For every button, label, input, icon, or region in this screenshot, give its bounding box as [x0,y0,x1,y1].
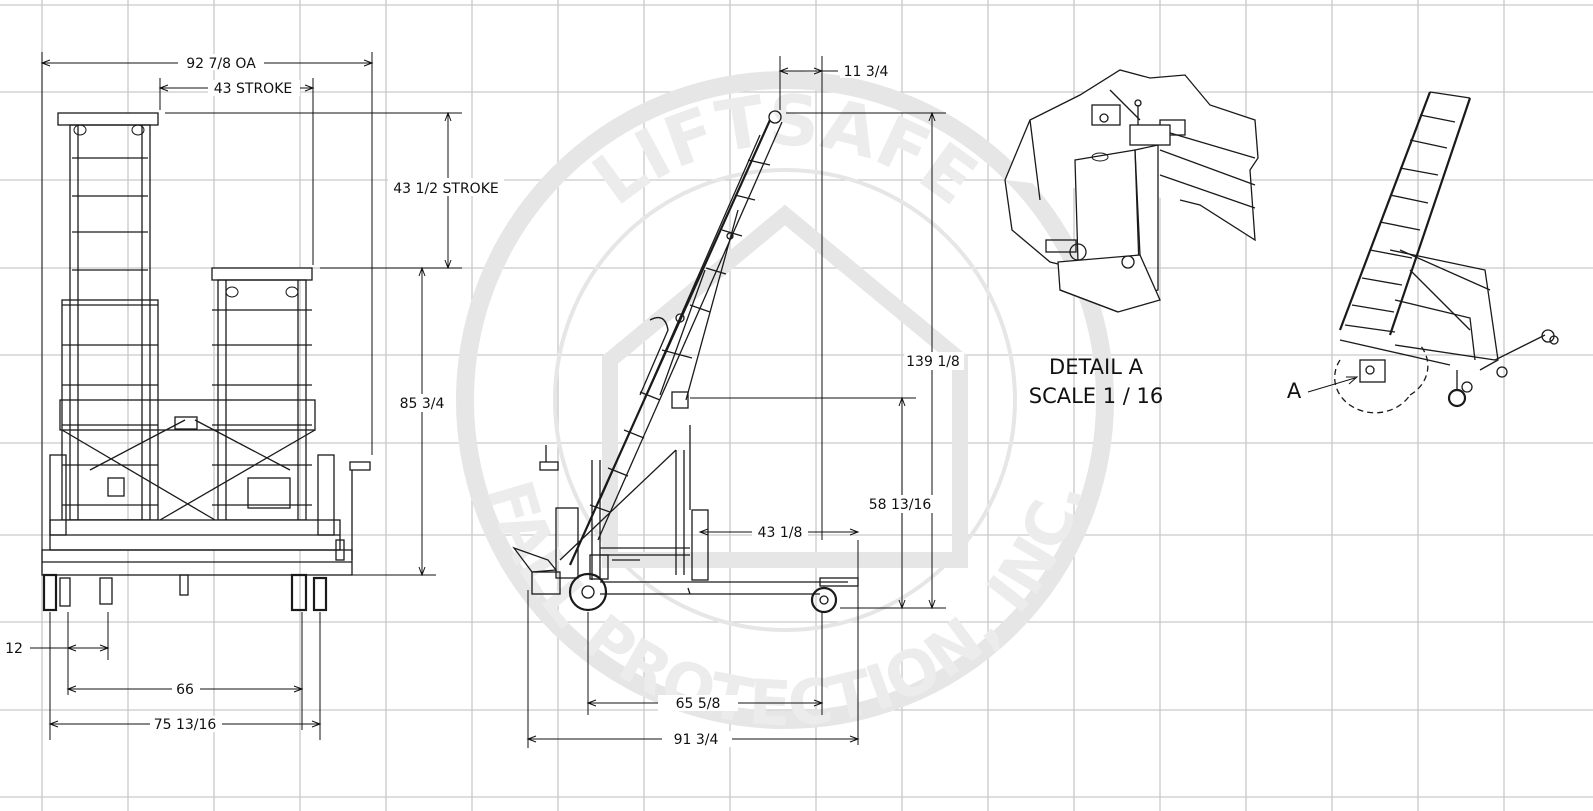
detail-callout-label: A [1287,379,1302,403]
dim-label-bg [840,62,890,78]
dim-inner-length: 43 1/8 [758,525,803,541]
dim-wheel-base: 66 [176,682,194,698]
front-view-drawing [41,112,371,612]
side-view-drawing [512,110,859,614]
detail-scale: SCALE 1 / 16 [1029,384,1164,408]
dim-overall-height: 139 1/8 [906,354,960,370]
detail-callout-leader [1307,376,1359,393]
detail-a-drawing [1004,69,1259,313]
dim-label-bg [866,495,936,513]
dim-left-offset: 12 [5,641,23,657]
dim-label-bg [388,178,504,196]
dim-label-bg [208,80,300,96]
dim-label-bg [178,54,264,70]
dim-wheel-span: 65 5/8 [676,696,721,712]
dim-stroke-vertical: 43 1/2 STROKE [393,181,498,197]
watermark-bottom-text: FALL PROTECTION, INC. [473,473,1097,741]
dim-mid-height: 58 13/16 [869,497,932,513]
dim-track-width: 75 13/16 [154,717,217,733]
dim-top-offset: 11 3/4 [844,64,889,80]
dim-label-bg [662,731,732,747]
dim-label-bg [150,716,222,732]
watermark-top-text: LIFTSAFE [578,79,991,221]
dim-overall-length: 91 3/4 [674,732,719,748]
dim-label-bg [172,681,200,697]
dim-label-bg [904,352,964,370]
isometric-view-drawing [1334,91,1559,414]
dim-label-bg [752,523,808,541]
dim-label-bg [658,695,738,711]
dim-stroke-horizontal: 43 STROKE [214,81,292,97]
dim-height: 85 3/4 [400,396,445,412]
detail-title: DETAIL A [1049,355,1144,379]
dim-label-bg [396,394,450,412]
dim-overall-width: 92 7/8 OA [186,56,256,72]
